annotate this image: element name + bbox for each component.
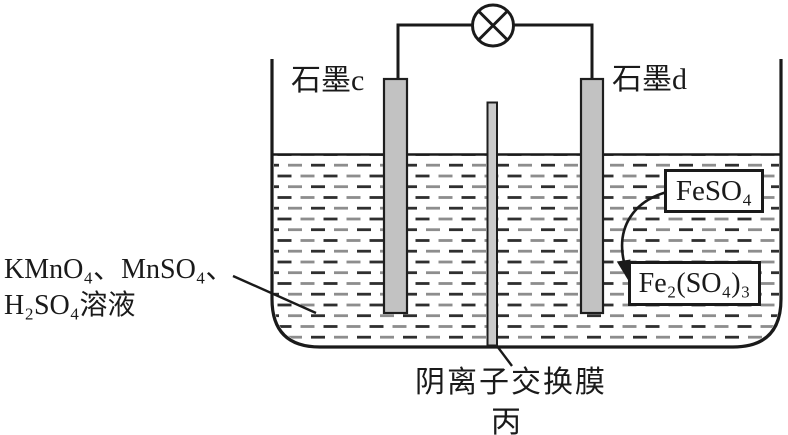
wire-right (514, 23, 594, 80)
solution-pointer-line (232, 274, 317, 315)
lamp-icon (471, 3, 515, 48)
graphite-electrode-c (382, 77, 409, 315)
solution-label-line1: KMnO₄、MnSO₄、 (4, 254, 234, 285)
beaker-outline (270, 59, 783, 349)
graphite-electrode-d (579, 77, 605, 315)
fe2so43-label: Fe₂(SO₄)₃ (638, 267, 751, 299)
electrode-c-label: 石墨c (291, 64, 365, 97)
wire-left (396, 23, 472, 80)
membrane-pointer-line (496, 345, 513, 367)
cell-name-label: 丙 (491, 406, 521, 435)
membrane-label: 阴离子交换膜 (415, 366, 607, 399)
anion-exchange-membrane (486, 101, 498, 347)
solution-label: KMnO₄、MnSO₄、 H₂SO₄溶液 (4, 252, 234, 324)
feso4-box: FeSO₄ (664, 169, 764, 213)
feso4-label: FeSO₄ (675, 174, 753, 207)
electrode-d-label: 石墨d (612, 63, 687, 96)
feso4-to-fe2so43-arrow (616, 190, 668, 280)
fe2so43-box: Fe₂(SO₄)₃ (628, 261, 761, 306)
solution-label-line2: H₂SO₄溶液 (4, 290, 136, 321)
